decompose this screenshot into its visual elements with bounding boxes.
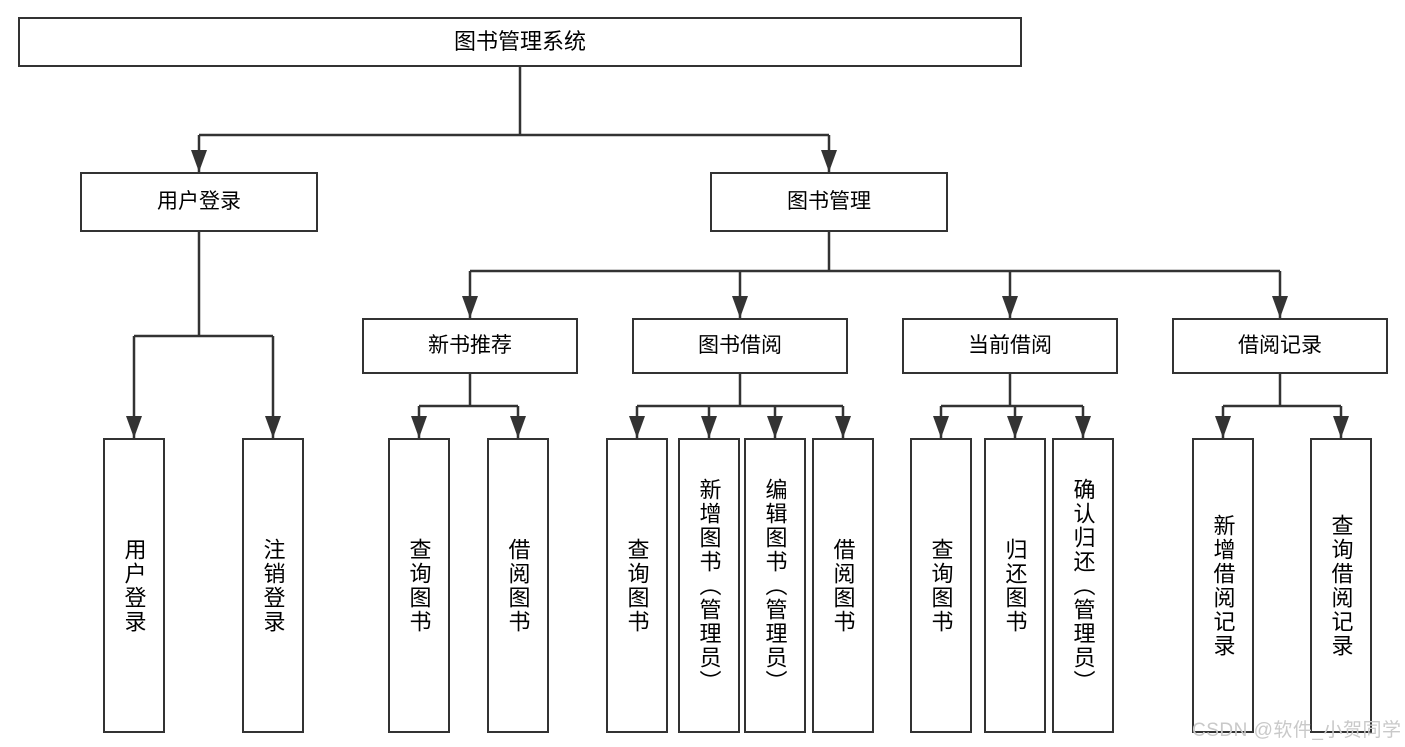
node-label: 确认归还（管理员） (1070, 477, 1096, 694)
node-label: 查询图书 (406, 537, 432, 634)
node-leaf-query-book-2[interactable]: 查询图书 (606, 438, 668, 733)
edge-arrow-6-0 (1215, 416, 1231, 438)
edge-arrow-1-0 (462, 296, 478, 318)
node-leaf-edit-book[interactable]: 编辑图书（管理员） (744, 438, 806, 733)
node-leaf-query-book-3[interactable]: 查询图书 (910, 438, 972, 733)
node-leaf-user-login[interactable]: 用户登录 (103, 438, 165, 733)
edge-arrow-0-1 (821, 150, 837, 172)
node-label: 图书管理系统 (453, 28, 586, 54)
edge-arrow-4-1 (701, 416, 717, 438)
node-label: 编辑图书（管理员） (762, 477, 788, 694)
edge-arrow-6-1 (1333, 416, 1349, 438)
node-label: 借阅图书 (830, 537, 856, 634)
edge-arrow-3-0 (411, 416, 427, 438)
node-leaf-add-book[interactable]: 新增图书（管理员） (678, 438, 740, 733)
edge-arrow-4-3 (835, 416, 851, 438)
edge-arrow-2-0 (126, 416, 142, 438)
node-label: 借阅图书 (505, 537, 531, 634)
node-book-mgmt[interactable]: 图书管理 (710, 172, 948, 232)
edge-arrow-5-2 (1075, 416, 1091, 438)
node-leaf-query-record[interactable]: 查询借阅记录 (1310, 438, 1372, 733)
csdn-watermark: CSDN @软件_小贺同学 (1192, 720, 1402, 741)
edge-arrow-3-1 (510, 416, 526, 438)
edge-arrow-0-0 (191, 150, 207, 172)
node-new-book[interactable]: 新书推荐 (362, 318, 578, 374)
edge-arrow-5-1 (1007, 416, 1023, 438)
node-label: 图书管理 (787, 190, 871, 214)
node-label: 注销登录 (260, 537, 286, 634)
node-label: 查询图书 (624, 537, 650, 634)
node-leaf-user-logout[interactable]: 注销登录 (242, 438, 304, 733)
node-label: 新书推荐 (428, 334, 512, 358)
node-label: 查询借阅记录 (1328, 513, 1354, 658)
node-leaf-borrow-book-1[interactable]: 借阅图书 (487, 438, 549, 733)
node-current-borrow[interactable]: 当前借阅 (902, 318, 1118, 374)
node-leaf-query-book-1[interactable]: 查询图书 (388, 438, 450, 733)
edge-arrow-1-3 (1272, 296, 1288, 318)
node-borrow[interactable]: 图书借阅 (632, 318, 848, 374)
node-label: 用户登录 (121, 537, 147, 634)
node-leaf-borrow-book-2[interactable]: 借阅图书 (812, 438, 874, 733)
node-label: 当前借阅 (968, 334, 1052, 358)
edge-arrow-1-2 (1002, 296, 1018, 318)
node-label: 用户登录 (157, 190, 241, 214)
node-label: 新增图书（管理员） (696, 477, 722, 694)
edge-arrow-4-2 (767, 416, 783, 438)
node-leaf-confirm-return[interactable]: 确认归还（管理员） (1052, 438, 1114, 733)
node-root[interactable]: 图书管理系统 (18, 17, 1022, 67)
node-leaf-add-record[interactable]: 新增借阅记录 (1192, 438, 1254, 733)
node-label: 查询图书 (928, 537, 954, 634)
node-login[interactable]: 用户登录 (80, 172, 318, 232)
node-borrow-record[interactable]: 借阅记录 (1172, 318, 1388, 374)
node-label: 归还图书 (1002, 537, 1028, 634)
node-label: 借阅记录 (1238, 334, 1322, 358)
node-leaf-return-book[interactable]: 归还图书 (984, 438, 1046, 733)
edge-arrow-2-1 (265, 416, 281, 438)
node-label: 图书借阅 (698, 334, 782, 358)
edge-arrow-4-0 (629, 416, 645, 438)
node-label: 新增借阅记录 (1210, 513, 1236, 658)
edge-arrow-1-1 (732, 296, 748, 318)
edge-arrow-5-0 (933, 416, 949, 438)
